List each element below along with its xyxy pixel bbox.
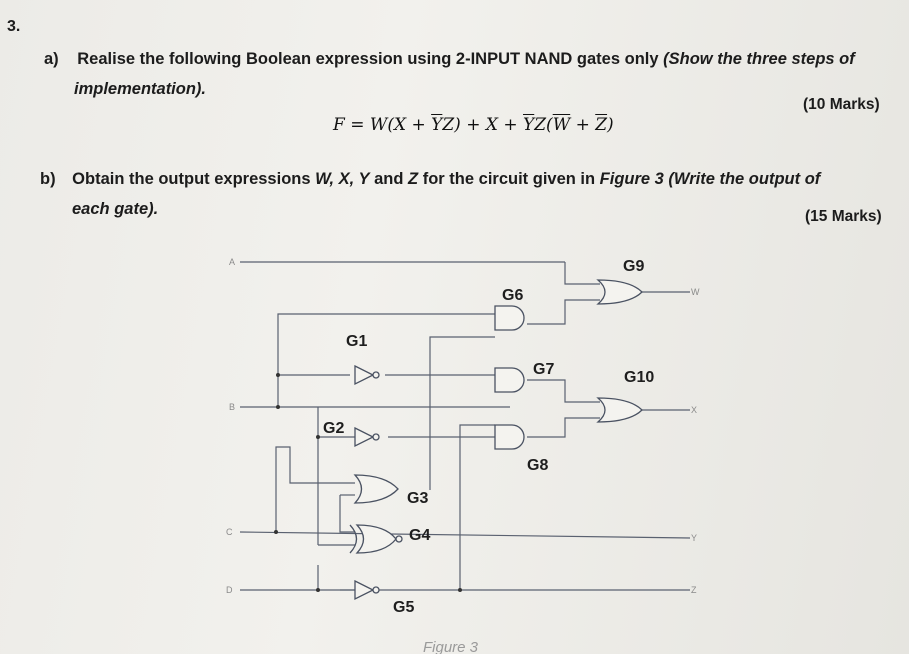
formula-wbar: W (552, 115, 571, 135)
output-y-label: Y (691, 533, 697, 543)
gate-g6-shape (494, 305, 525, 331)
part-b-var-z: Z (408, 170, 419, 188)
part-b-text: for the circuit given in (418, 170, 600, 188)
part-a-text-line2: implementation). (74, 80, 207, 98)
question-number: 3. (7, 18, 21, 35)
gate-g5-bubble (372, 586, 380, 594)
gate-g9-shape (596, 279, 643, 305)
gate-g4-xor-line (349, 524, 358, 554)
gate-g2-bubble (372, 433, 380, 441)
output-x-label: X (691, 405, 697, 415)
gate-g5-label: G5 (393, 599, 414, 616)
gate-g1-label: G1 (346, 333, 367, 350)
formula-ybar: Y (523, 115, 535, 135)
part-b-vars: W, X, Y (315, 170, 370, 188)
gate-g3-label: G3 (407, 490, 428, 507)
formula-part: Z( (534, 115, 553, 135)
formula-part: + (570, 115, 596, 135)
formula-zbar: Z (595, 115, 608, 135)
gate-g4-bubble (395, 535, 403, 543)
gate-g3-shape (353, 474, 399, 504)
gate-g2-label: G2 (323, 420, 344, 437)
part-a-text-italic: (Show the three steps of (663, 50, 855, 68)
boolean-formula: F = W(X + YZ) + X + YZ(W + Z) (333, 115, 614, 135)
part-a-text: Realise the following Boolean expression… (77, 50, 659, 68)
figure-caption: Figure 3 (423, 639, 479, 654)
junction-dot (316, 435, 320, 439)
part-b-figure-ref: Figure 3 (Write the output of (599, 170, 821, 188)
part-a-line1: a) Realise the following Boolean express… (44, 50, 855, 69)
input-c-label: C (226, 527, 233, 537)
part-a-marks: (10 Marks) (803, 96, 880, 113)
input-b-label: B (229, 402, 235, 412)
gate-g8-shape (494, 424, 525, 450)
junction-dot (274, 530, 278, 534)
part-a-label: a) (44, 50, 59, 68)
gate-g8-label: G8 (527, 457, 548, 474)
junction-dot (276, 405, 280, 409)
junction-dot (276, 373, 280, 377)
gate-g6-label: G6 (502, 287, 523, 304)
junction-dot (458, 588, 462, 592)
part-b-marks: (15 Marks) (805, 208, 882, 225)
part-b-line1: b) Obtain the output expressions W, X, Y… (40, 170, 820, 189)
gate-g5-shape (354, 579, 375, 601)
gate-g4-label: G4 (409, 527, 430, 544)
part-b-text: Obtain the output expressions (72, 170, 316, 188)
formula-part: Z) + X + (442, 115, 523, 135)
gate-g9-label: G9 (623, 258, 644, 275)
gate-g1-bubble (372, 371, 380, 379)
gate-g2-shape (354, 426, 375, 448)
input-d-label: D (226, 585, 233, 595)
formula-ybar: Y (431, 115, 443, 135)
output-z-label: Z (691, 585, 697, 595)
output-w-label: W (691, 287, 700, 297)
input-a-label: A (229, 257, 235, 267)
gate-g7-label: G7 (533, 361, 554, 378)
part-b-text: and (369, 170, 409, 188)
part-b-text-line2: each gate). (72, 200, 159, 218)
part-a-line2: implementation). (74, 80, 206, 99)
formula-part: ) (607, 115, 614, 135)
part-b-label: b) (40, 170, 56, 188)
formula-part: F = W(X + (333, 115, 432, 135)
gate-g4-shape (355, 524, 397, 554)
gate-g10-shape (596, 397, 643, 423)
gate-g1-shape (354, 364, 375, 386)
part-b-line2: each gate). (72, 200, 158, 219)
gate-g10-label: G10 (624, 369, 654, 386)
gate-g7-shape (494, 367, 525, 393)
junction-dot (316, 588, 320, 592)
